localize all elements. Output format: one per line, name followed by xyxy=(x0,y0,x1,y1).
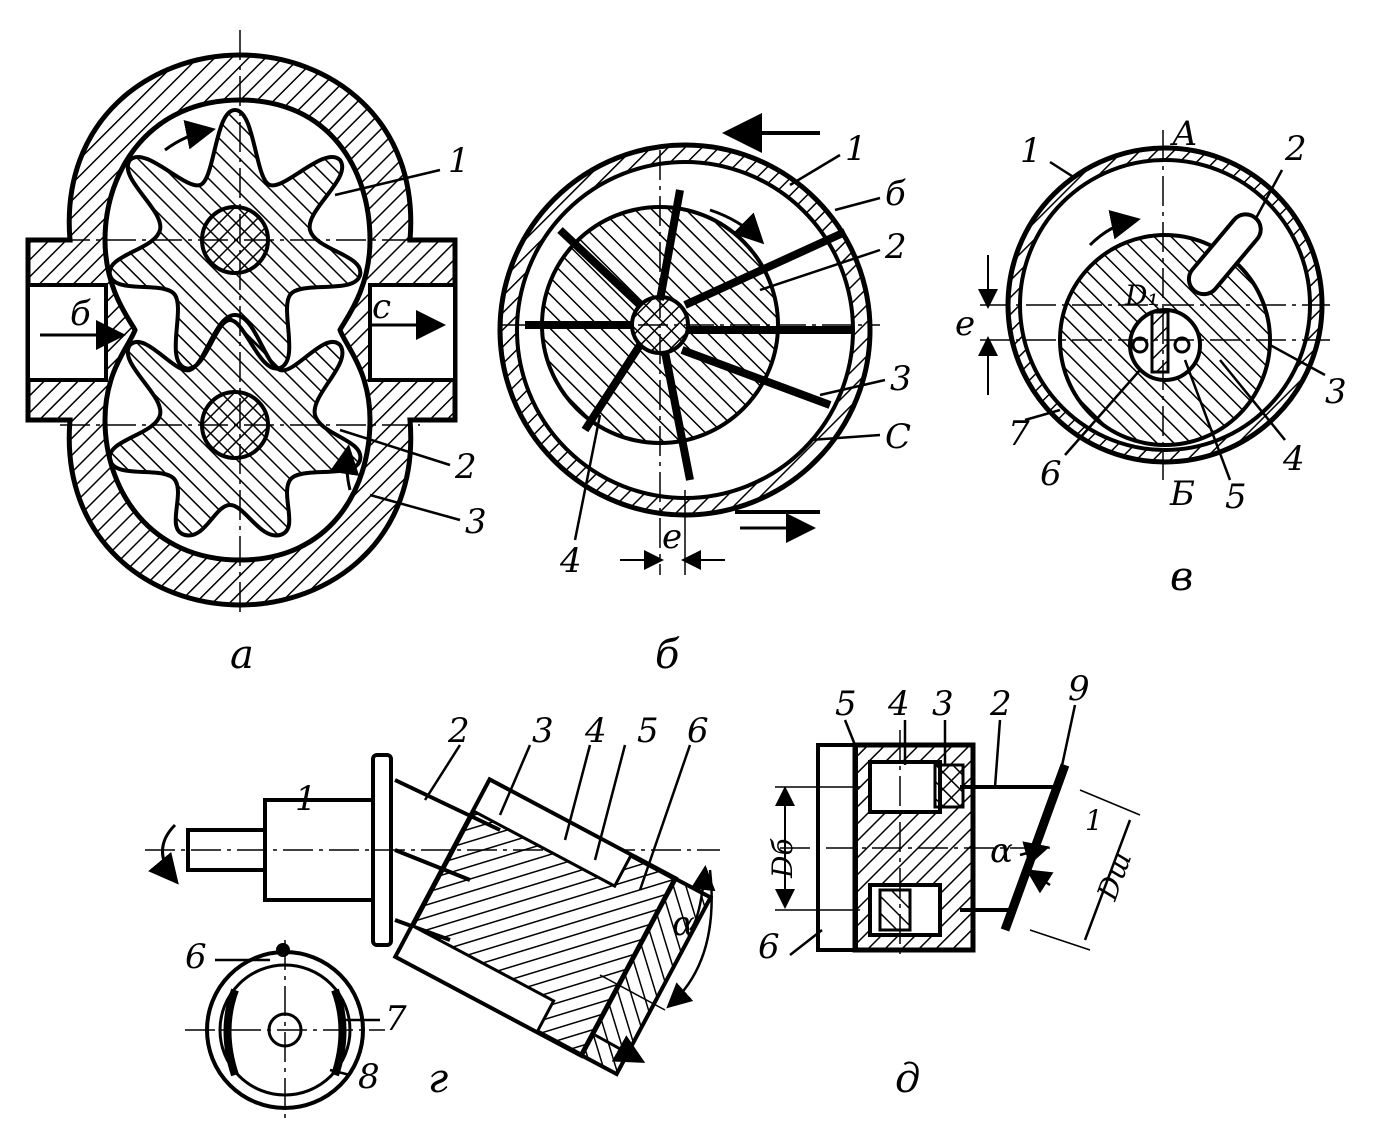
fig-a-label-1: 1 xyxy=(448,141,470,181)
fig-g-label-1: 1 xyxy=(295,779,317,819)
fig-g-label-8: 8 xyxy=(358,1057,380,1097)
inlet-port xyxy=(26,283,108,382)
fig-g-label-6: 6 xyxy=(687,711,709,751)
fig-b-label-2: 2 xyxy=(884,227,907,267)
fig-g-label-6b: 6 xyxy=(185,937,207,977)
fig-d-label-4: 4 xyxy=(887,684,910,724)
fig-a-label-2: 2 xyxy=(454,447,477,487)
fig-v-label-6: 6 xyxy=(1040,454,1062,494)
fig-v-label-d1: D₁ xyxy=(1124,279,1159,312)
fig-a-caption: а xyxy=(230,632,254,678)
fig-d-label-9: 9 xyxy=(1068,669,1090,709)
fig-a-label-3: 3 xyxy=(465,502,487,542)
fig-d-label-2: 2 xyxy=(989,684,1012,724)
fig-d-label-db: Dб xyxy=(766,838,799,879)
fig-g-label-2: 2 xyxy=(447,711,470,751)
fig-g-label-7: 7 xyxy=(385,999,407,1039)
fig-v-caption: в xyxy=(1170,554,1193,600)
fig-v-label-1: 1 xyxy=(1020,131,1042,171)
fig-v-label-7: 7 xyxy=(1008,414,1030,454)
fig-b-label-4: 4 xyxy=(559,541,582,581)
fig-b-label-c: С xyxy=(885,417,911,457)
fig-g-label-3: 3 xyxy=(532,711,554,751)
fig-d-label-3: 3 xyxy=(932,684,954,724)
figure-b-vane-pump: 1 б 2 3 С 4 е б xyxy=(497,113,912,678)
fig-g-label-5: 5 xyxy=(637,711,659,751)
fig-a-label-inlet: б xyxy=(70,294,91,334)
radial-axis-block xyxy=(1150,310,1170,374)
figure-g-axial-piston: 1 2 3 4 5 6 6 7 8 α г xyxy=(145,711,720,1120)
fig-v-label-5: 5 xyxy=(1225,477,1247,517)
fig-d-caption: д xyxy=(895,1056,920,1102)
figure-d-swash-plate: 5 4 3 2 9 6 α Dб Dш 1 д xyxy=(758,669,1141,1102)
fig-d-label-5: 5 xyxy=(835,684,857,724)
fig-v-label-3: 3 xyxy=(1325,372,1347,412)
fig-b-label-1: 1 xyxy=(845,129,867,169)
fig-g-label-alpha: α xyxy=(672,904,695,944)
axial-cylinder-block xyxy=(392,776,714,1077)
fig-v-label-4: 4 xyxy=(1282,439,1305,479)
fig-g-label-4: 4 xyxy=(584,711,607,751)
fig-b-label-3: 3 xyxy=(890,359,912,399)
fig-v-label-2: 2 xyxy=(1284,129,1307,169)
figure-v-radial-piston: А 1 2 3 4 5 6 7 Б е D₁ в xyxy=(955,114,1347,600)
fig-d-label-dsh: Dш xyxy=(1090,847,1138,905)
fig-v-label-e: е xyxy=(955,304,975,344)
fig-a-label-outlet: с xyxy=(372,287,391,327)
fig-b-label-e: е xyxy=(662,517,682,557)
fig-v-label-b: Б xyxy=(1169,474,1195,514)
fig-d-label-6: 6 xyxy=(758,927,780,967)
fig-d-label-1: 1 xyxy=(1085,804,1103,837)
fig-g-caption: г xyxy=(428,1056,448,1102)
fig-b-label-6: б xyxy=(885,174,906,214)
fig-v-label-a: А xyxy=(1170,114,1198,154)
figure-a-gear-pump: 1 2 3 б с а xyxy=(25,30,487,678)
fig-b-caption: б xyxy=(655,632,680,678)
fig-d-label-alpha: α xyxy=(990,831,1013,871)
